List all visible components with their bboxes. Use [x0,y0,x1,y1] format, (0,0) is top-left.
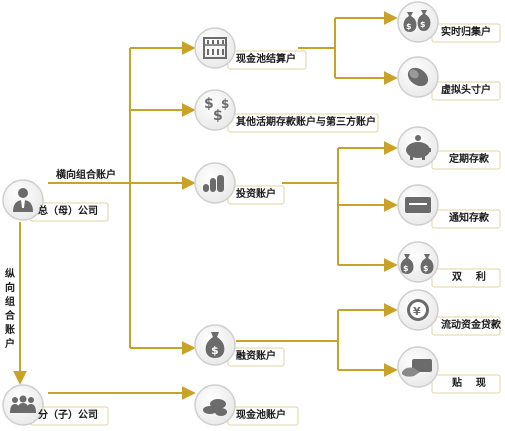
dollar-coins-icon: $ $ $ [204,96,229,124]
notice-label: 通知存款 [449,213,489,224]
group-icon [10,395,36,413]
connectors [13,11,398,400]
vertical-edge-label: 纵向组合账户 [5,269,15,350]
svg-text:$: $ [403,264,409,273]
virtual-label: 虚拟头寸户 [441,85,491,96]
cash-pool-child-label: 现金池账户 [236,410,286,421]
piggy-bank-icon [406,135,431,160]
discount-label: 贴 现 [452,378,486,389]
money-bags-icon: $ $ [403,10,431,32]
hand-card-icon [402,359,432,377]
svg-text:$: $ [420,20,426,29]
svg-text:$: $ [204,96,214,112]
abacus-icon [203,37,227,59]
svg-text:$: $ [211,344,219,357]
other-demand-circle [194,89,236,131]
coin-stack-icon [203,175,224,192]
coins-icon [203,399,227,416]
fixed-label: 定期存款 [449,154,489,165]
double-bag-icon: $ $ [400,254,434,274]
coin-roll-icon [407,67,429,87]
card-icon [405,197,431,213]
financing-label: 融资账户 [236,351,276,362]
yen-coin-icon: ¥ [407,299,429,321]
realtime-label: 实时归集户 [441,27,491,38]
person-icon [13,188,33,212]
cash-pool-settle-circle [194,27,236,69]
svg-text:$: $ [406,22,412,31]
horizontal-edge-label: 横向组合账户 [56,170,116,181]
dual-label: 双 利 [452,272,486,283]
money-bag-icon: $ [205,332,225,358]
box-working-loan [431,316,501,336]
svg-text:$: $ [213,108,223,124]
other-demand-label: 其他活期存款账户与第三方账户 [236,117,376,128]
svg-text:¥: ¥ [413,305,421,318]
working-loan-label: 流动资金贷款 [441,320,501,331]
svg-text:$: $ [423,264,429,273]
box-dual [431,268,501,288]
svg-text:$: $ [221,97,229,111]
box-discount [431,374,501,394]
parent-label: 总（母）公司 [38,206,98,217]
investment-label: 投资账户 [236,189,276,200]
cash-pool-settle-label: 现金池结算户 [236,54,296,65]
child-label: 分（子）公司 [38,410,98,421]
